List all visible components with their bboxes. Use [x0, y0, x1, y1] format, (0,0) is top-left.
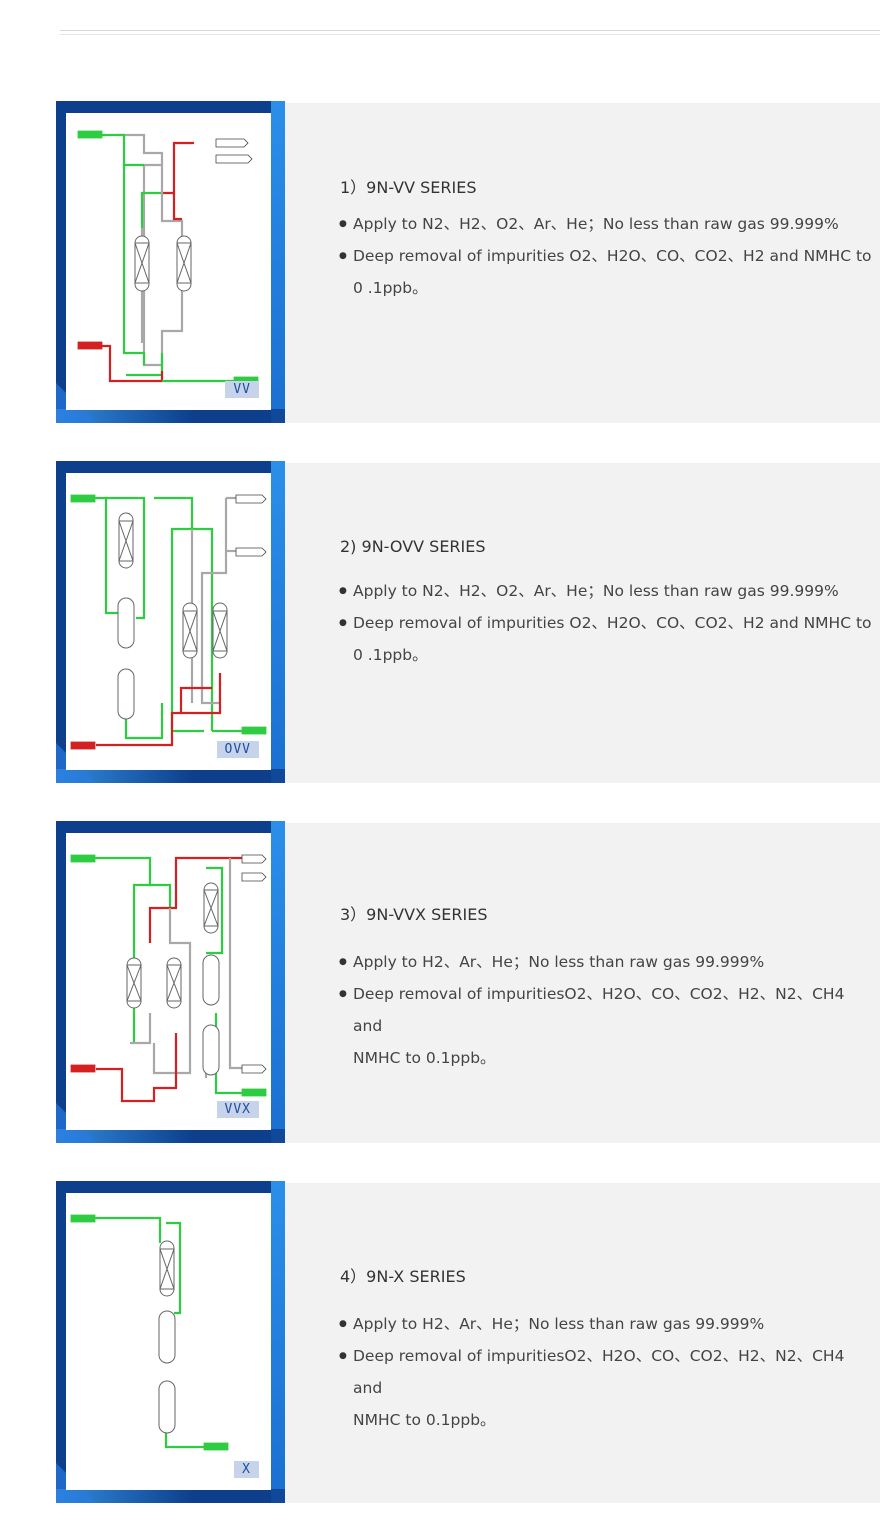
flow-diagram-vvx: VVX: [66, 833, 271, 1130]
flow-diagram-frame: X: [56, 1181, 285, 1503]
feature-item-continued: NMHC to 0.1ppb。: [353, 1411, 496, 1429]
flow-diagram-frame: VVX: [56, 821, 285, 1143]
top-divider-shadow: [60, 34, 880, 35]
feature-item: Deep removal of impuritiesO2、H2O、CO、CO2、…: [339, 1340, 874, 1404]
flow-diagram-vv: VV: [66, 113, 271, 410]
feature-item: Apply to H2、Ar、He；No less than raw gas 9…: [339, 946, 874, 978]
flow-diagram-frame: OVV: [56, 461, 285, 783]
series-title: 3）9N-VVX SERIES: [340, 905, 488, 924]
series-tag: VVX: [216, 1101, 259, 1118]
series-title: 4）9N-X SERIES: [340, 1267, 466, 1286]
series-card-vv: VV 1）9N-VV SERIES Apply to N2、H2、O2、Ar、H…: [56, 101, 880, 423]
top-divider: [60, 30, 880, 31]
series-tag: X: [234, 1461, 259, 1478]
series-card-x: X 4）9N-X SERIES Apply to H2、Ar、He；No les…: [56, 1181, 880, 1503]
series-tag: VV: [225, 381, 259, 398]
series-card-vvx: VVX 3）9N-VVX SERIES Apply to H2、Ar、He；No…: [56, 821, 880, 1143]
feature-item: Apply to N2、H2、O2、Ar、He；No less than raw…: [339, 575, 874, 607]
feature-list: Apply to H2、Ar、He；No less than raw gas 9…: [339, 946, 874, 1074]
feature-item: Deep removal of impuritiesO2、H2O、CO、CO2、…: [339, 978, 874, 1042]
series-title: 2) 9N-OVV SERIES: [340, 537, 486, 556]
feature-item: Deep removal of impurities O2、H2O、CO、CO2…: [339, 607, 874, 639]
feature-list: Apply to N2、H2、O2、Ar、He；No less than raw…: [339, 575, 874, 671]
feature-item: Apply to H2、Ar、He；No less than raw gas 9…: [339, 1308, 874, 1340]
feature-list: Apply to H2、Ar、He；No less than raw gas 9…: [339, 1308, 874, 1436]
feature-list: Apply to N2、H2、O2、Ar、He；No less than raw…: [339, 208, 874, 304]
flow-diagram-x: X: [66, 1193, 271, 1490]
flow-diagram-frame: VV: [56, 101, 285, 423]
feature-item-continued: NMHC to 0.1ppb。: [353, 1049, 496, 1067]
feature-item-continued: 0 .1ppb。: [353, 646, 428, 664]
feature-item: Apply to N2、H2、O2、Ar、He；No less than raw…: [339, 208, 874, 240]
flow-diagram-ovv: OVV: [66, 473, 271, 770]
feature-item-continued: 0 .1ppb。: [353, 279, 428, 297]
feature-item: Deep removal of impurities O2、H2O、CO、CO2…: [339, 240, 874, 272]
series-title: 1）9N-VV SERIES: [340, 178, 477, 197]
series-tag: OVV: [216, 741, 259, 758]
series-card-ovv: OVV 2) 9N-OVV SERIES Apply to N2、H2、O2、A…: [56, 461, 880, 783]
